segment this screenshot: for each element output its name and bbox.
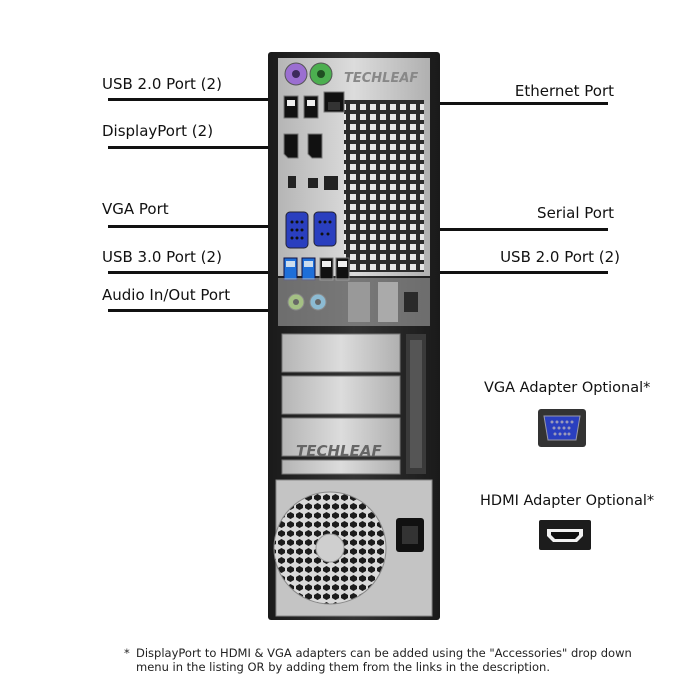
displayport-label: DisplayPort (2) — [102, 122, 214, 140]
hdmi-adapter-title: HDMI Adapter Optional* — [480, 493, 655, 509]
brand-panel: TECHLEAF — [296, 442, 382, 460]
brand-top: TECHLEAF — [344, 71, 418, 86]
footnote-text: DisplayPort to HDMI & VGA adapters can b… — [136, 646, 632, 674]
usb2-left-label: USB 2.0 Port (2) — [102, 75, 222, 93]
ethernet-line — [340, 102, 608, 105]
vga-label: VGA Port — [102, 200, 169, 218]
serial-label: Serial Port — [537, 204, 614, 222]
displayport-line — [108, 146, 282, 149]
audio-label: Audio In/Out Port — [102, 286, 231, 304]
serial-line — [330, 228, 608, 231]
usb2-right-label: USB 2.0 Port (2) — [500, 248, 620, 266]
footnote: * DisplayPort to HDMI & VGA adapters can… — [124, 646, 644, 674]
usb2-left-line — [108, 98, 282, 101]
audio-line — [108, 309, 286, 312]
usb3-label: USB 3.0 Port (2) — [102, 248, 222, 266]
vga-adapter-icon — [538, 409, 586, 447]
usb2-top-port-2 — [303, 95, 319, 119]
usb3-line — [108, 271, 284, 274]
footnote-marker: * — [124, 646, 130, 660]
ethernet-label: Ethernet Port — [514, 82, 614, 100]
hdmi-adapter-icon — [539, 520, 591, 550]
usb2-right-line — [340, 271, 608, 274]
usb2-top-port-1 — [283, 95, 299, 119]
displayport-1 — [283, 133, 299, 159]
vga-line — [108, 225, 288, 228]
displayport-2 — [307, 133, 323, 159]
pc-tower-rear: TECHLEAF TECHLEAF — [268, 52, 440, 620]
serial-port — [313, 211, 337, 247]
vga-adapter-title: VGA Adapter Optional* — [484, 380, 651, 396]
